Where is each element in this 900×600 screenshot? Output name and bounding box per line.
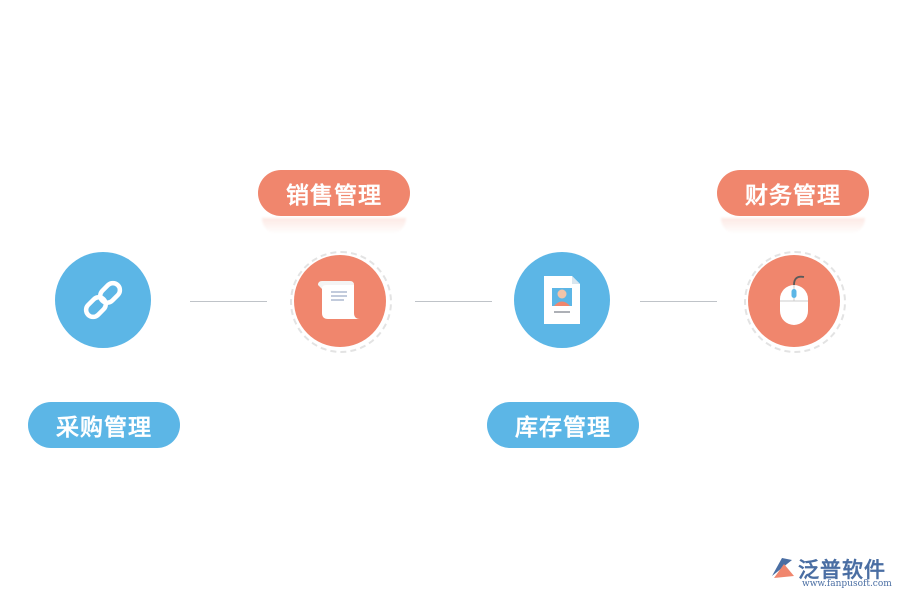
node-finance	[748, 255, 840, 347]
label-sales-reflection	[262, 218, 406, 234]
node-inventory	[514, 252, 610, 348]
scroll-icon	[318, 281, 360, 319]
node-sales-ring	[290, 251, 392, 353]
label-inventory: 库存管理	[487, 402, 639, 448]
label-finance: 财务管理	[717, 170, 869, 216]
id-card-icon	[544, 276, 580, 324]
logo-mark-icon	[772, 558, 794, 578]
logo-brand: 泛普软件	[798, 558, 886, 582]
mouse-icon	[780, 275, 808, 325]
label-finance-reflection	[721, 218, 865, 234]
node-sales	[294, 255, 386, 347]
logo-url: www.fanpusoft.com	[802, 579, 892, 589]
connector-3	[640, 301, 717, 302]
link-icon	[83, 280, 123, 320]
connector-2	[415, 301, 492, 302]
label-purchase: 采购管理	[28, 402, 180, 448]
node-purchase	[55, 252, 151, 348]
label-sales: 销售管理	[258, 170, 410, 216]
fanpusoft-logo: 泛普软件 www.fanpusoft.com	[770, 552, 896, 590]
node-finance-ring	[744, 251, 846, 353]
connector-1	[190, 301, 267, 302]
